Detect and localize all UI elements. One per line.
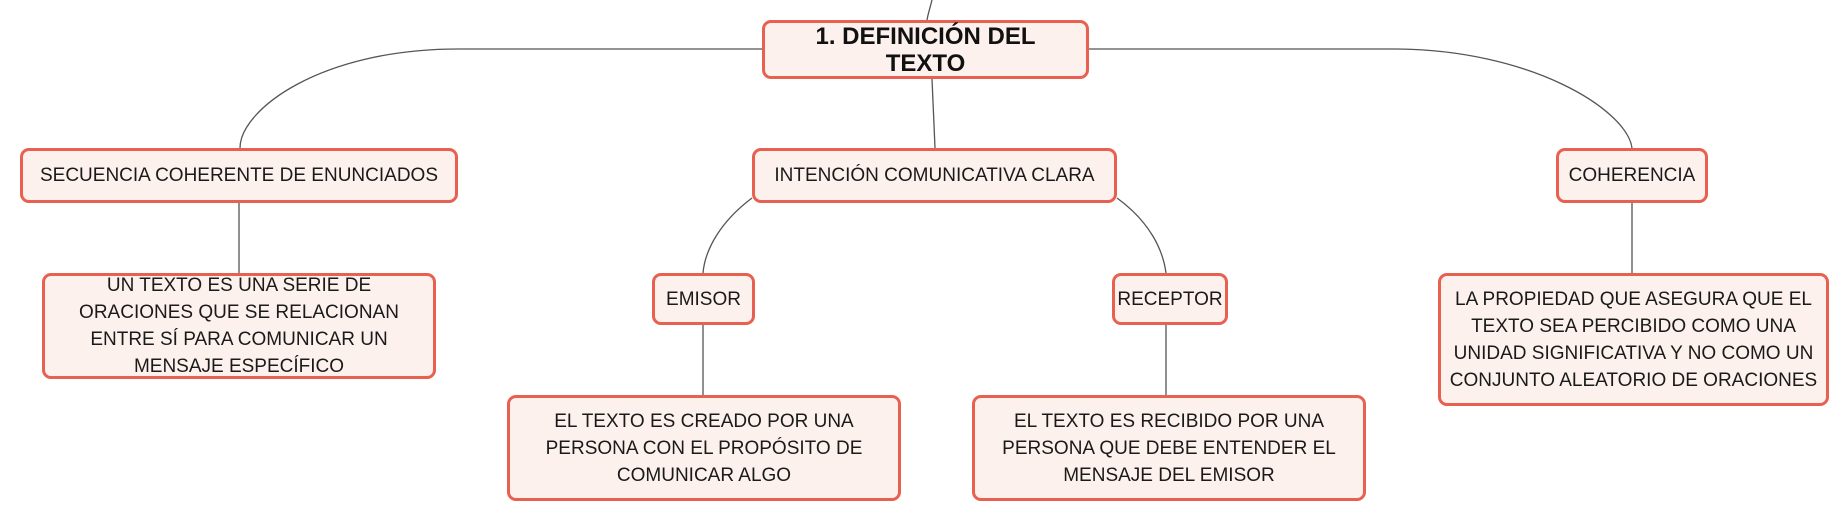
node-secuencia[interactable]: SECUENCIA COHERENTE DE ENUNCIADOS [20, 148, 458, 203]
node-intencion[interactable]: INTENCIÓN COMUNICATIVA CLARA [752, 148, 1117, 203]
node-receptor-definition[interactable]: EL TEXTO ES RECIBIDO POR UNA PERSONA QUE… [972, 395, 1366, 501]
node-emisor-label: EMISOR [666, 288, 741, 310]
node-secuencia-definition-label: UN TEXTO ES UNA SERIE DE ORACIONES QUE S… [79, 275, 399, 377]
connector-intencion-emisor [702, 197, 753, 274]
node-receptor[interactable]: RECEPTOR [1112, 273, 1228, 325]
node-secuencia-definition[interactable]: UN TEXTO ES UNA SERIE DE ORACIONES QUE S… [42, 273, 436, 379]
connector-parent-root [926, 0, 933, 21]
node-coherencia-label: COHERENCIA [1568, 165, 1696, 186]
node-emisor-definition-label: EL TEXTO ES CREADO POR UNA PERSONA CON E… [545, 410, 863, 486]
connector-root-secuencia [239, 48, 762, 149]
node-coherencia-definition[interactable]: LA PROPIEDAD QUE ASEGURA QUE EL TEXTO SE… [1438, 273, 1829, 406]
root-node-label: 1. DEFINICIÓN DEL TEXTO [815, 22, 1036, 77]
node-intencion-label: INTENCIÓN COMUNICATIVA CLARA [774, 165, 1095, 186]
node-receptor-definition-label: EL TEXTO ES RECIBIDO POR UNA PERSONA QUE… [1002, 410, 1336, 486]
node-emisor-definition[interactable]: EL TEXTO ES CREADO POR UNA PERSONA CON E… [507, 395, 901, 501]
node-receptor-label: RECEPTOR [1117, 288, 1223, 310]
node-emisor[interactable]: EMISOR [652, 273, 755, 325]
root-node[interactable]: 1. DEFINICIÓN DEL TEXTO [762, 20, 1089, 79]
connector-root-intencion [931, 78, 936, 149]
connector-root-coherencia [1089, 48, 1633, 149]
connector-intencion-receptor [1116, 197, 1167, 274]
node-coherencia[interactable]: COHERENCIA [1556, 148, 1708, 203]
node-secuencia-label: SECUENCIA COHERENTE DE ENUNCIADOS [39, 165, 438, 186]
node-coherencia-definition-label: LA PROPIEDAD QUE ASEGURA QUE EL TEXTO SE… [1449, 288, 1818, 391]
